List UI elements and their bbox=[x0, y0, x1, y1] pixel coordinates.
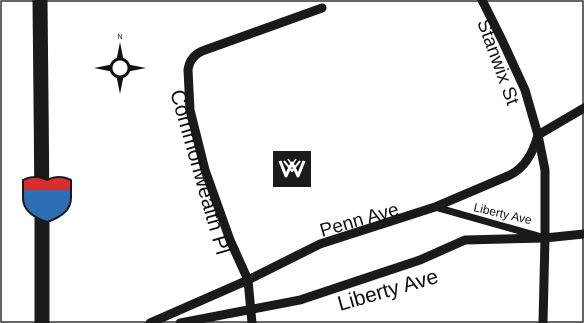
hotel-logo-icon[interactable] bbox=[273, 151, 311, 187]
interstate-highway bbox=[32, 0, 50, 323]
compass-north-label: N bbox=[118, 34, 123, 41]
interstate-shield-icon bbox=[22, 176, 72, 224]
liberty-ave-road bbox=[175, 229, 584, 323]
liberty-ave-branch-road bbox=[431, 203, 549, 242]
stanwix-st-road bbox=[477, 0, 550, 323]
commonwealth-pl-road bbox=[183, 65, 257, 323]
top-connector-road bbox=[183, 3, 327, 75]
compass-rose-icon: N bbox=[94, 34, 146, 94]
commonwealth-pl-label: Commonwealth Pl bbox=[165, 87, 234, 257]
